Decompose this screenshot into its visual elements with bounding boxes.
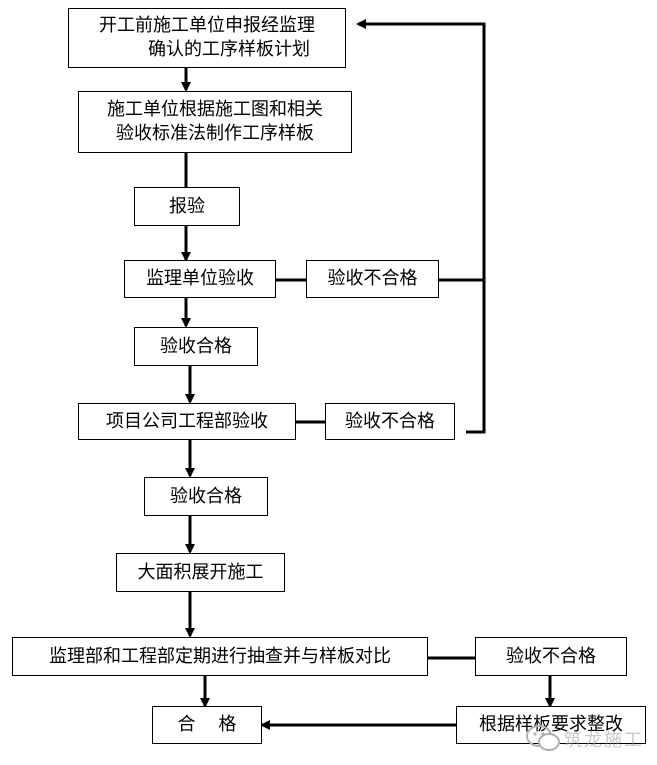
box-fail-3: 验收不合格 <box>475 637 627 676</box>
box-fail-3-label: 验收不合格 <box>506 645 596 667</box>
box-fail-2: 验收不合格 <box>325 403 455 440</box>
box-make-line2: 验收标准法制作工序样板 <box>116 123 314 144</box>
box-rectify-label: 根据样板要求整改 <box>479 714 623 735</box>
box-report-label: 报验 <box>169 195 205 217</box>
box-full-construction-label: 大面积展开施工 <box>137 561 264 583</box>
box-pass-2: 验收合格 <box>144 477 268 516</box>
box-qualified: 合 格 <box>152 706 262 744</box>
feedback-loop <box>356 19 486 282</box>
box-make-line1: 施工单位根据施工图和相关 <box>107 99 323 120</box>
box-full-construction: 大面积展开施工 <box>116 553 285 592</box>
box-pass-2-label: 验收合格 <box>170 485 242 507</box>
watermark-text: 筑龙施工 <box>564 730 644 751</box>
box-pass-1-label: 验收合格 <box>160 335 232 357</box>
box-periodic-check: 监理部和工程部定期进行抽查并与样板对比 <box>12 637 428 676</box>
box-company-accept: 项目公司工程部验收 <box>78 403 296 440</box>
box-report: 报验 <box>134 187 240 226</box>
box-plan-line2: 确认的工序样板计划 <box>148 39 310 60</box>
box-fail-2-label: 验收不合格 <box>345 410 435 432</box>
feedback-link-fail2 <box>466 280 486 434</box>
box-company-accept-label: 项目公司工程部验收 <box>106 410 268 432</box>
box-fail-1-label: 验收不合格 <box>327 268 418 289</box>
box-periodic-check-label: 监理部和工程部定期进行抽查并与样板对比 <box>49 645 391 667</box>
box-plan: 开工前施工单位申报经监理 确认的工序样板计划 <box>68 8 346 68</box>
box-plan-line1: 开工前施工单位申报经监理 <box>99 15 315 36</box>
box-pass-1: 验收合格 <box>134 327 258 366</box>
box-make: 施工单位根据施工图和相关 验收标准法制作工序样板 <box>78 91 352 153</box>
box-supervisor-accept: 监理单位验收 <box>124 260 276 298</box>
box-supervisor-accept-label: 监理单位验收 <box>146 268 254 289</box>
box-qualified-label: 合 格 <box>177 714 237 735</box>
box-rectify: 根据样板要求整改 <box>456 706 646 744</box>
wechat-icon <box>526 725 560 751</box>
box-fail-1: 验收不合格 <box>306 260 439 298</box>
